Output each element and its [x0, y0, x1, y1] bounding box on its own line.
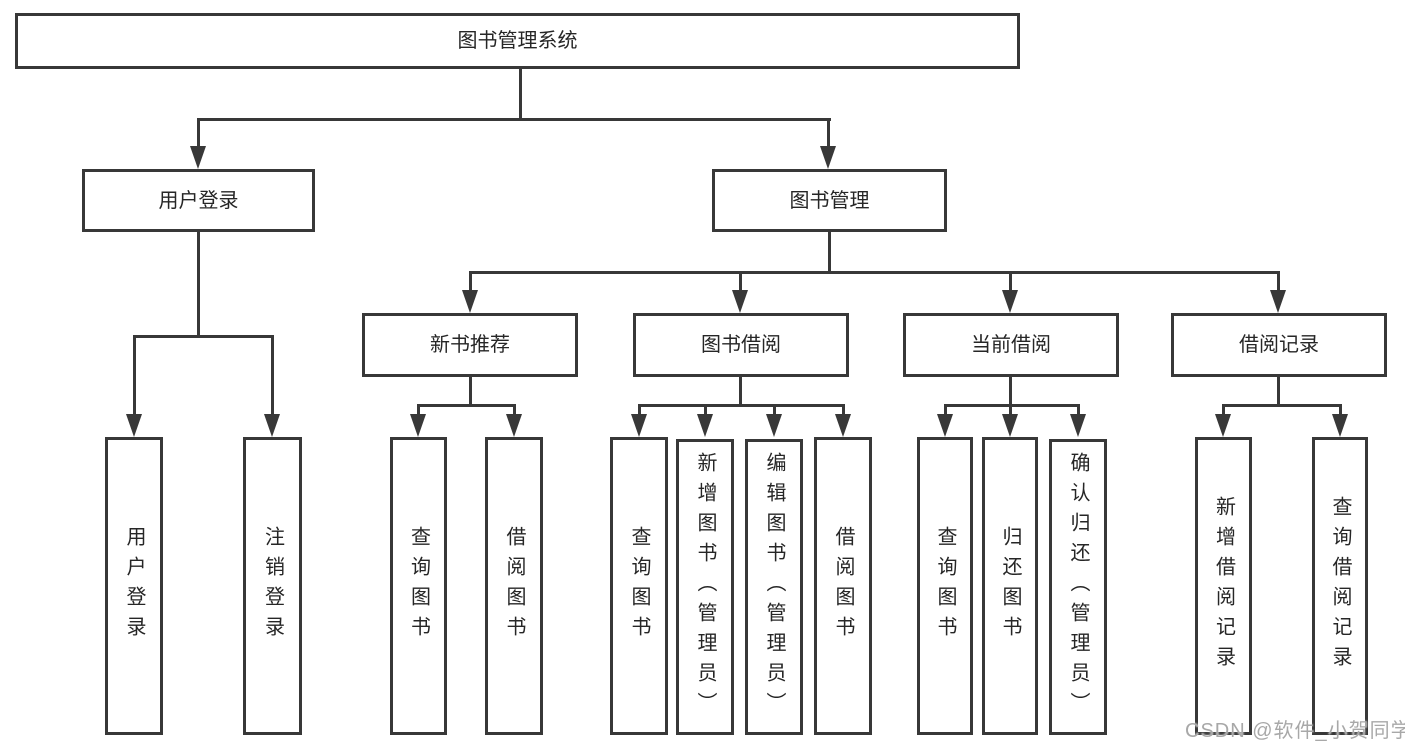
leaf-borrow-query-book-label: 查询图书 — [628, 526, 650, 646]
connector-to-leaf — [1009, 404, 1012, 417]
leaf-record-add: 新增借阅记录 — [1195, 437, 1252, 735]
connector-g2-stem — [469, 377, 472, 407]
node-book-management-label: 图书管理 — [789, 189, 870, 212]
arrowhead-down-icon — [264, 414, 280, 437]
arrowhead-down-icon — [126, 414, 142, 437]
arrowhead-down-icon — [732, 290, 748, 313]
arrowhead-down-icon — [835, 414, 851, 437]
connector-to-user-login — [197, 118, 200, 148]
leaf-current-confirm-return-admin-label: 确认归还（管理员） — [1067, 452, 1089, 722]
leaf-borrow-query-book: 查询图书 — [610, 437, 668, 735]
arrowhead-down-icon — [1215, 414, 1231, 437]
arrowhead-down-icon — [697, 414, 713, 437]
arrowhead-down-icon — [820, 146, 836, 169]
leaf-record-query-label: 查询借阅记录 — [1329, 496, 1351, 676]
connector-g4-stem — [1009, 377, 1012, 407]
node-user-login-label: 用户登录 — [158, 189, 239, 212]
connector-to-leaf — [944, 404, 947, 417]
connector-root-stem — [519, 69, 522, 120]
connector-to-leaf — [842, 404, 845, 417]
arrowhead-down-icon — [462, 290, 478, 313]
arrowhead-down-icon — [506, 414, 522, 437]
node-book-borrow-label: 图书借阅 — [701, 334, 781, 356]
connector-to-leaf — [271, 335, 274, 416]
connector-to-leaf — [638, 404, 641, 417]
leaf-new-query-book-label: 查询图书 — [407, 526, 430, 646]
arrowhead-down-icon — [937, 414, 953, 437]
node-root-system-label: 图书管理系统 — [457, 30, 578, 52]
connector-level3-hline — [469, 271, 1280, 274]
connector-user-hline — [133, 335, 274, 338]
leaf-user-login-label: 用户登录 — [123, 526, 145, 646]
leaf-borrow-do-borrow-label: 借阅图书 — [832, 526, 854, 646]
csdn-watermark: CSDN @软件_小贺同学 — [1185, 720, 1405, 742]
leaf-borrow-add-book-admin: 新增图书（管理员） — [676, 439, 734, 735]
arrowhead-down-icon — [1002, 290, 1018, 313]
arrowhead-down-icon — [631, 414, 647, 437]
leaf-current-query-book: 查询图书 — [917, 437, 973, 735]
leaf-current-query-book-label: 查询图书 — [934, 526, 956, 646]
connector-user-stem — [197, 232, 200, 336]
connector-to-book-borrow — [739, 271, 742, 293]
connector-g5-stem — [1277, 377, 1280, 407]
connector-to-leaf — [773, 404, 776, 417]
node-new-book-recommend: 新书推荐 — [362, 313, 578, 377]
connector-level2-hline — [197, 118, 831, 121]
connector-to-leaf — [704, 404, 707, 417]
leaf-record-query: 查询借阅记录 — [1312, 437, 1368, 735]
connector-to-new-book — [469, 271, 472, 293]
connector-to-leaf — [133, 335, 136, 416]
leaf-borrow-edit-book-admin-label: 编辑图书（管理员） — [763, 452, 785, 722]
connector-to-borrow-record — [1277, 271, 1280, 293]
arrowhead-down-icon — [1270, 290, 1286, 313]
connector-to-leaf — [513, 404, 516, 417]
connector-book-stem — [828, 232, 831, 274]
node-borrow-record: 借阅记录 — [1171, 313, 1387, 377]
node-user-login: 用户登录 — [82, 169, 315, 232]
leaf-current-return-book: 归还图书 — [982, 437, 1038, 735]
connector-to-leaf — [417, 404, 420, 417]
node-new-book-recommend-label: 新书推荐 — [430, 334, 510, 356]
arrowhead-down-icon — [1002, 414, 1018, 437]
leaf-borrow-add-book-admin-label: 新增图书（管理员） — [694, 452, 716, 722]
leaf-user-login: 用户登录 — [105, 437, 163, 735]
node-current-borrow: 当前借阅 — [903, 313, 1119, 377]
leaf-borrow-do-borrow: 借阅图书 — [814, 437, 872, 735]
arrowhead-down-icon — [1070, 414, 1086, 437]
node-book-management: 图书管理 — [712, 169, 947, 232]
node-book-borrow: 图书借阅 — [633, 313, 849, 377]
connector-g3-stem — [739, 377, 742, 407]
leaf-logout: 注销登录 — [243, 437, 302, 735]
arrowhead-down-icon — [1332, 414, 1348, 437]
arrowhead-down-icon — [410, 414, 426, 437]
node-borrow-record-label: 借阅记录 — [1239, 334, 1319, 356]
connector-g2-hline — [417, 404, 516, 407]
connector-g5-hline — [1222, 404, 1342, 407]
connector-to-current-borrow — [1009, 271, 1012, 293]
connector-g3-hline — [638, 404, 845, 407]
connector-to-leaf — [1222, 404, 1225, 417]
leaf-borrow-edit-book-admin: 编辑图书（管理员） — [745, 439, 803, 735]
leaf-logout-label: 注销登录 — [261, 526, 284, 646]
node-root-system: 图书管理系统 — [15, 13, 1020, 69]
leaf-new-query-book: 查询图书 — [390, 437, 447, 735]
leaf-current-confirm-return-admin: 确认归还（管理员） — [1049, 439, 1107, 735]
leaf-record-add-label: 新增借阅记录 — [1212, 496, 1235, 676]
connector-to-leaf — [1077, 404, 1080, 417]
arrowhead-down-icon — [766, 414, 782, 437]
connector-to-leaf — [1339, 404, 1342, 417]
leaf-new-borrow-book-label: 借阅图书 — [503, 526, 525, 646]
leaf-new-borrow-book: 借阅图书 — [485, 437, 543, 735]
connector-to-book-management — [827, 118, 830, 148]
node-current-borrow-label: 当前借阅 — [971, 334, 1051, 356]
arrowhead-down-icon — [190, 146, 206, 169]
leaf-current-return-book-label: 归还图书 — [999, 526, 1021, 646]
